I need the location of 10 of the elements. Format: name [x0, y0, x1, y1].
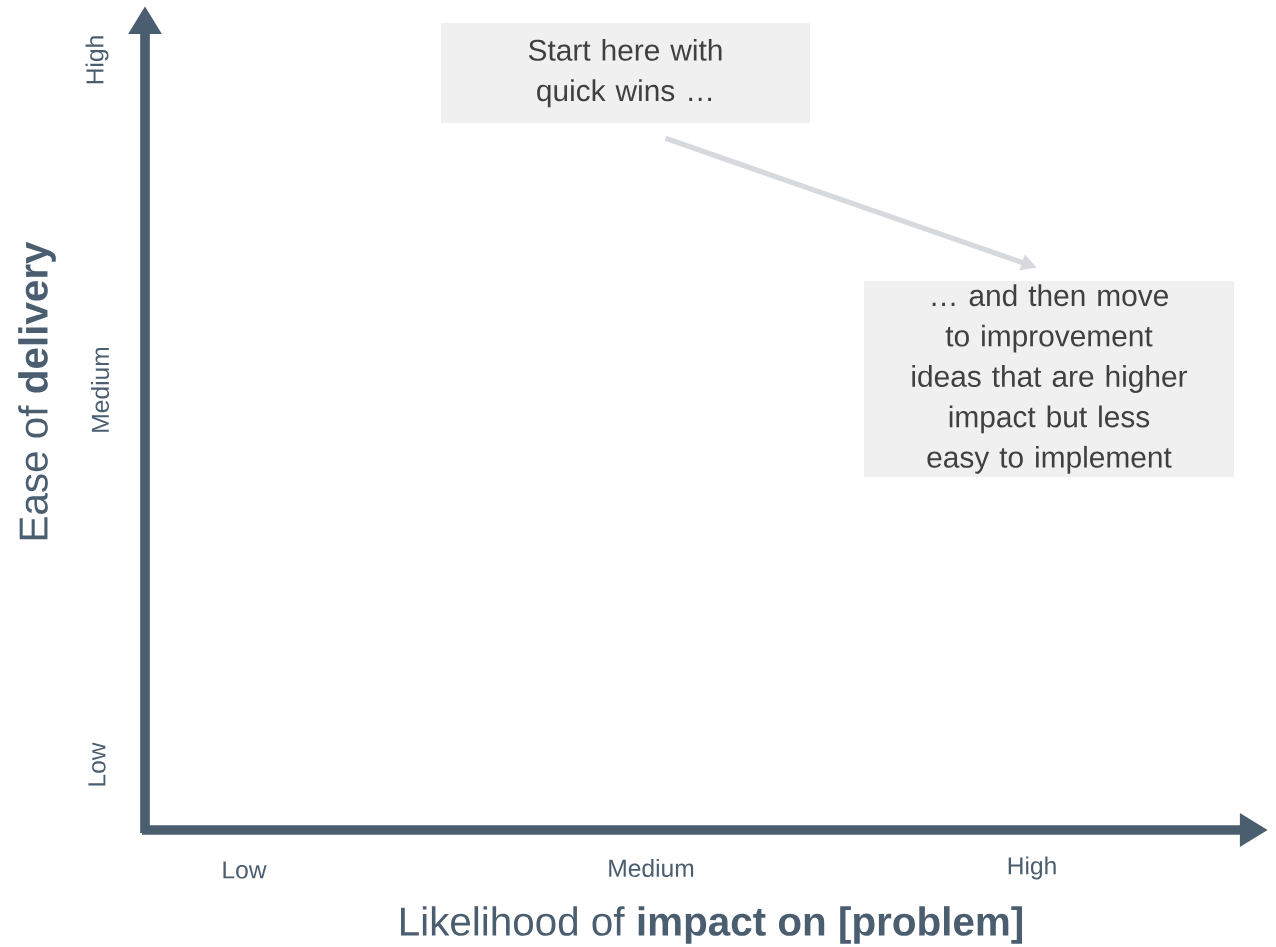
text-box: … and then move to improvement ideas that are higher impact but less easy to implement [864, 281, 1234, 477]
axis-title: Likelihood of impact on [problem] [401, 906, 1022, 944]
tick-label: Medium [609, 858, 694, 878]
tick-label: Low [88, 742, 106, 786]
tick-label: High [85, 36, 109, 84]
text-box: Start here with quick wins … [441, 23, 810, 123]
tick-label: Medium [90, 347, 110, 432]
tick-label: Low [223, 861, 267, 879]
axis-title: Ease of delivery [18, 241, 56, 540]
tick-label: High [1008, 856, 1056, 880]
